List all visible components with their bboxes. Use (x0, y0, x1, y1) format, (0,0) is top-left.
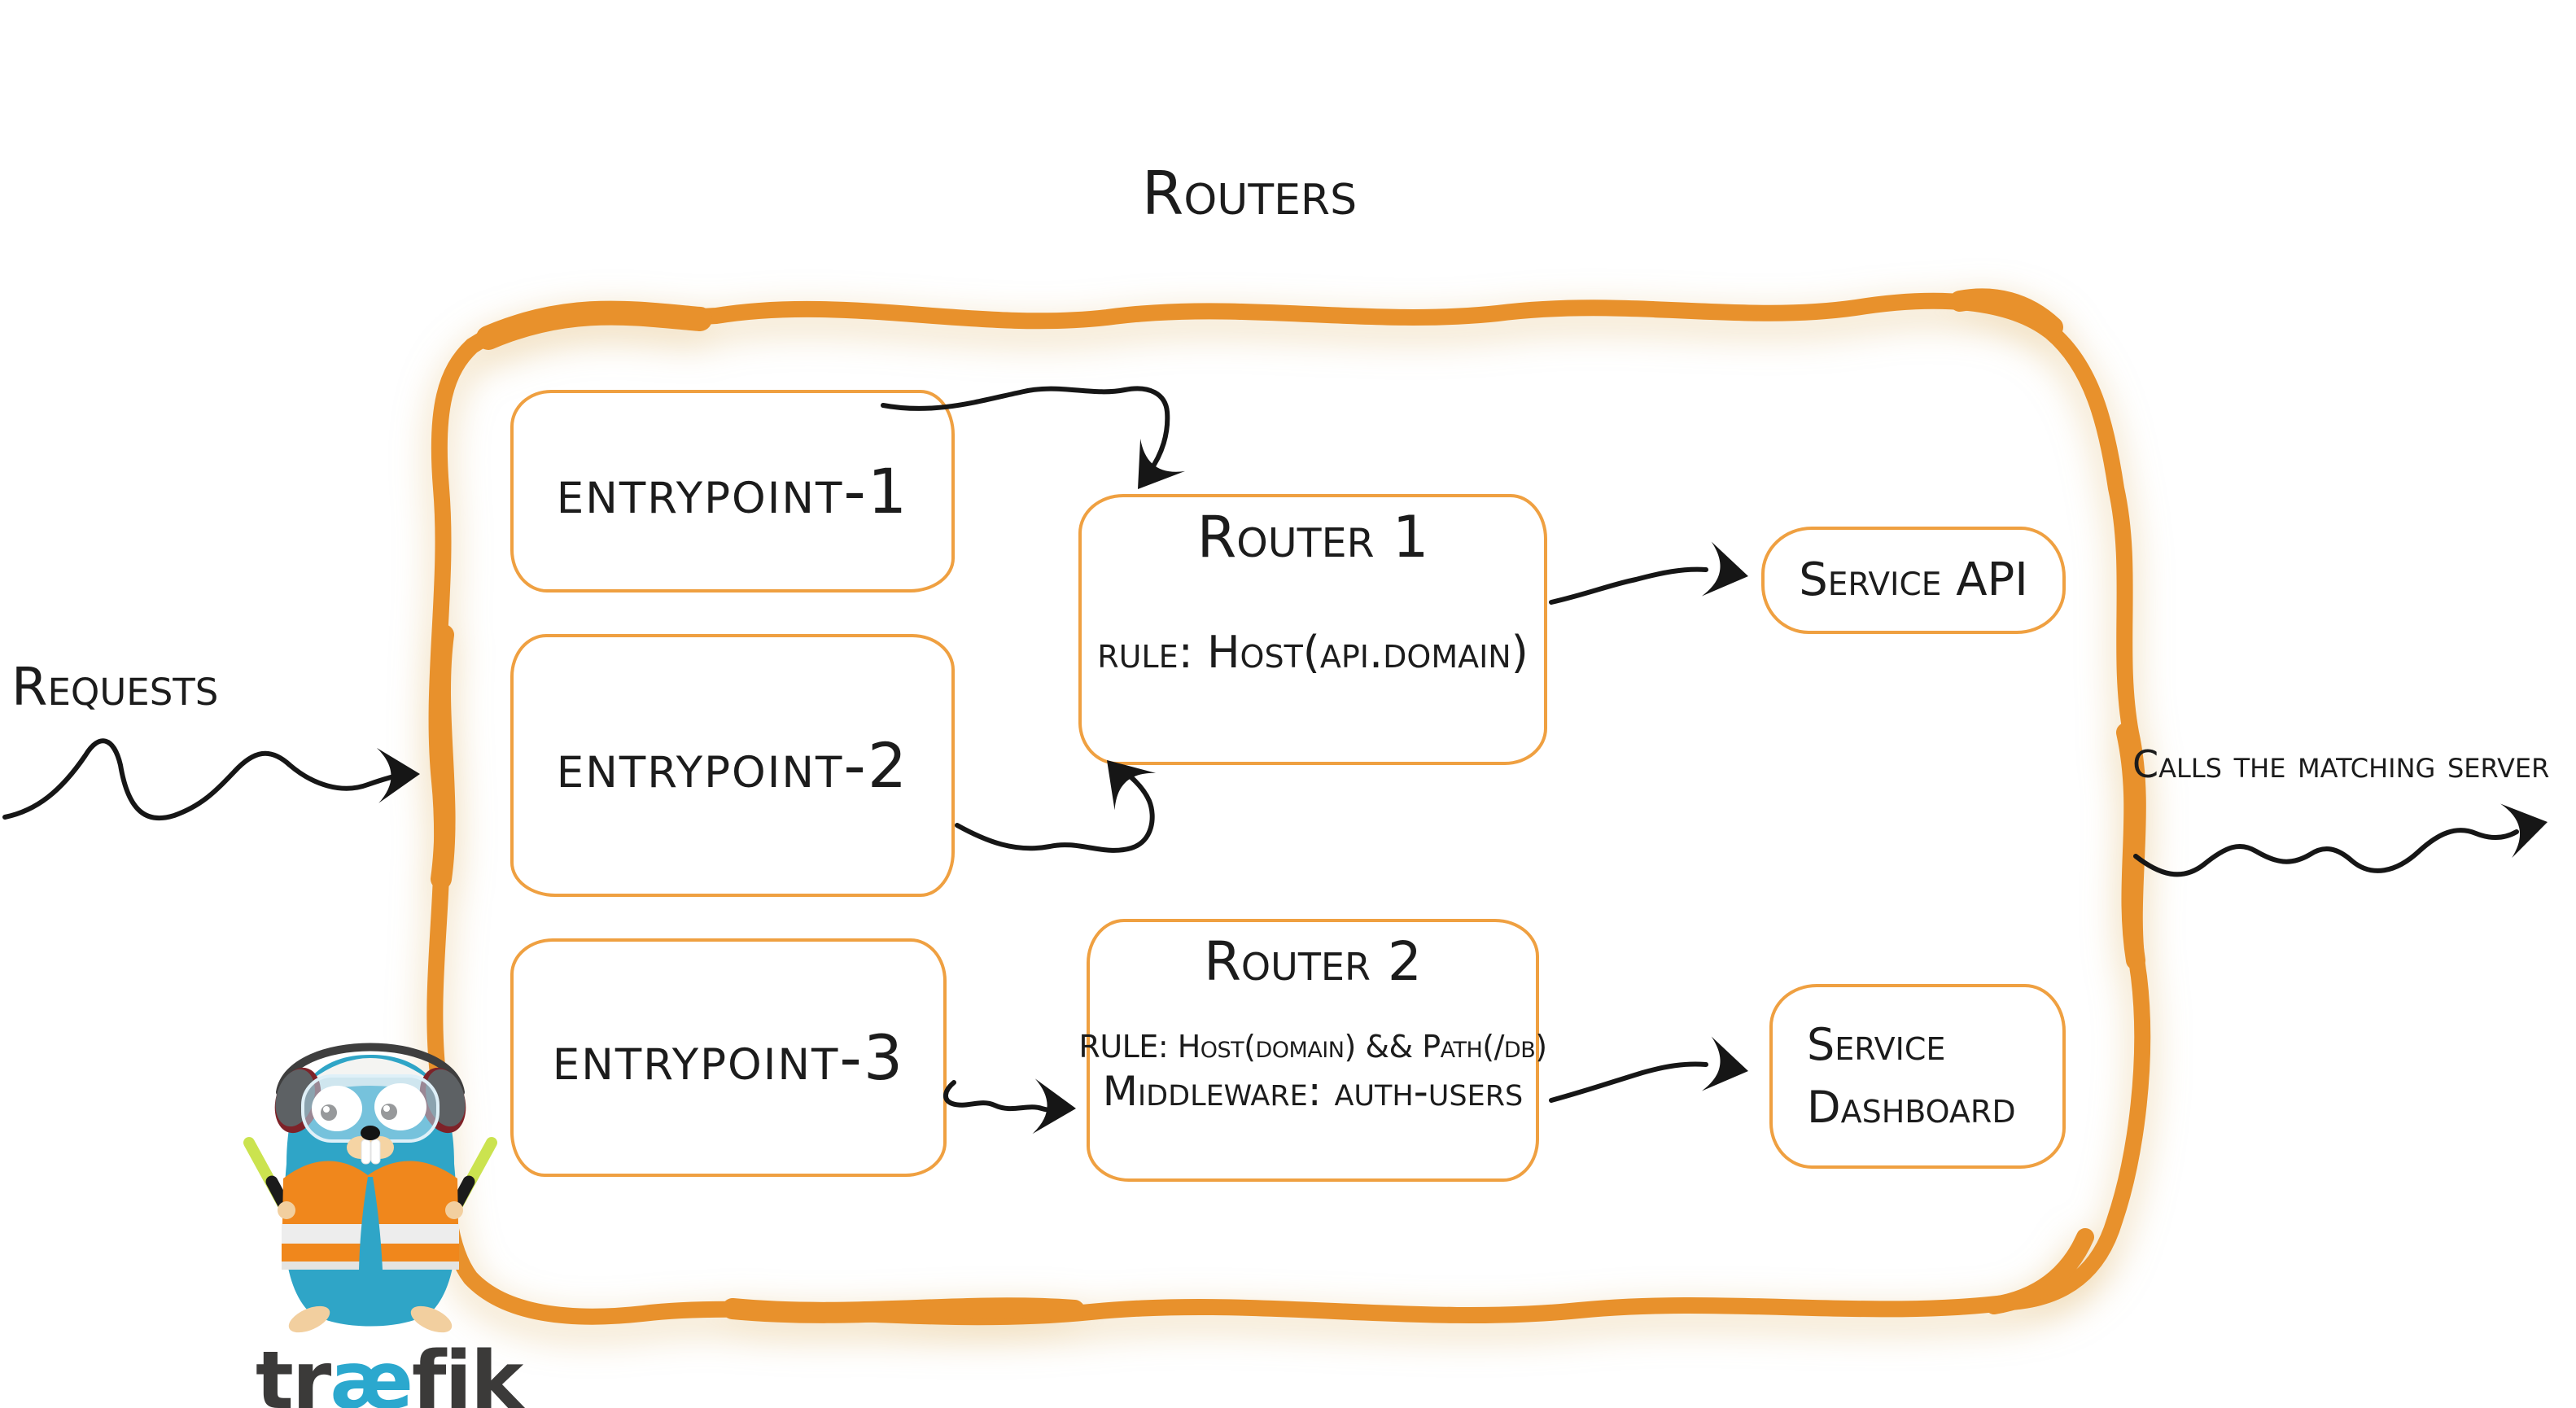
router-2-middleware: Middleware: auth-users (1102, 1068, 1524, 1115)
router-1-rule: rule: Host(api.domain) (1097, 627, 1529, 678)
wordmark-part-3: fik (411, 1335, 523, 1408)
service-dashboard-line2: Dashboard (1807, 1081, 2016, 1133)
router-1-name: Router 1 (1196, 504, 1429, 571)
service-api-box (1761, 527, 2066, 634)
entrypoint-3-box (510, 938, 947, 1177)
wordmark-part-ae: æ (330, 1335, 413, 1408)
traefik-wordmark: træfik (256, 1335, 523, 1408)
requests-arrow (2, 738, 420, 821)
router-1-box (1078, 494, 1547, 765)
diagram-title: Routers (1141, 159, 1358, 229)
traefik-gopher-icon (243, 1043, 497, 1333)
entrypoint-2-label: entrypoint-2 (556, 728, 909, 802)
calls-matching-server-label: Calls the matching server (2132, 742, 2550, 786)
router-2-name: Router 2 (1204, 930, 1422, 993)
headphones-band (276, 1043, 465, 1096)
wordmark-part-1: tr (256, 1335, 331, 1408)
entrypoint-3-label: entrypoint-3 (552, 1021, 905, 1094)
container-accent-stroke (429, 624, 456, 890)
entrypoint-1-label: entrypoint-1 (556, 454, 909, 527)
container-accent-stroke (2116, 723, 2145, 970)
container-accent-stroke (476, 300, 712, 350)
container-accent-stroke (722, 1297, 1085, 1323)
calls-arrow (2133, 803, 2548, 877)
router1-to-service-api-arrow (1549, 541, 1748, 605)
entrypoint3-to-router2-arrow (943, 1078, 1076, 1135)
entrypoint-1-box (510, 390, 955, 592)
entrypoint2-to-router1-arrow (955, 760, 1157, 853)
service-api-label: Service API (1799, 553, 2028, 607)
entrypoint1-to-router1-arrow (881, 386, 1186, 489)
router2-to-service-dashboard-arrow (1549, 1036, 1748, 1103)
service-dashboard-box (1769, 984, 2066, 1169)
service-dashboard-line1: Service (1807, 1018, 1946, 1070)
requests-label: Requests (11, 658, 219, 718)
router-2-rule: RULE: Host(domain) && Path(/db) (1078, 1029, 1547, 1065)
service-dashboard-label: Service Dashboard (1769, 984, 2066, 1169)
entrypoint-2-box (510, 634, 955, 897)
router-2-box (1087, 919, 1539, 1182)
container-accent-stroke (1985, 1228, 2094, 1314)
container-accent-stroke (1949, 288, 2063, 338)
